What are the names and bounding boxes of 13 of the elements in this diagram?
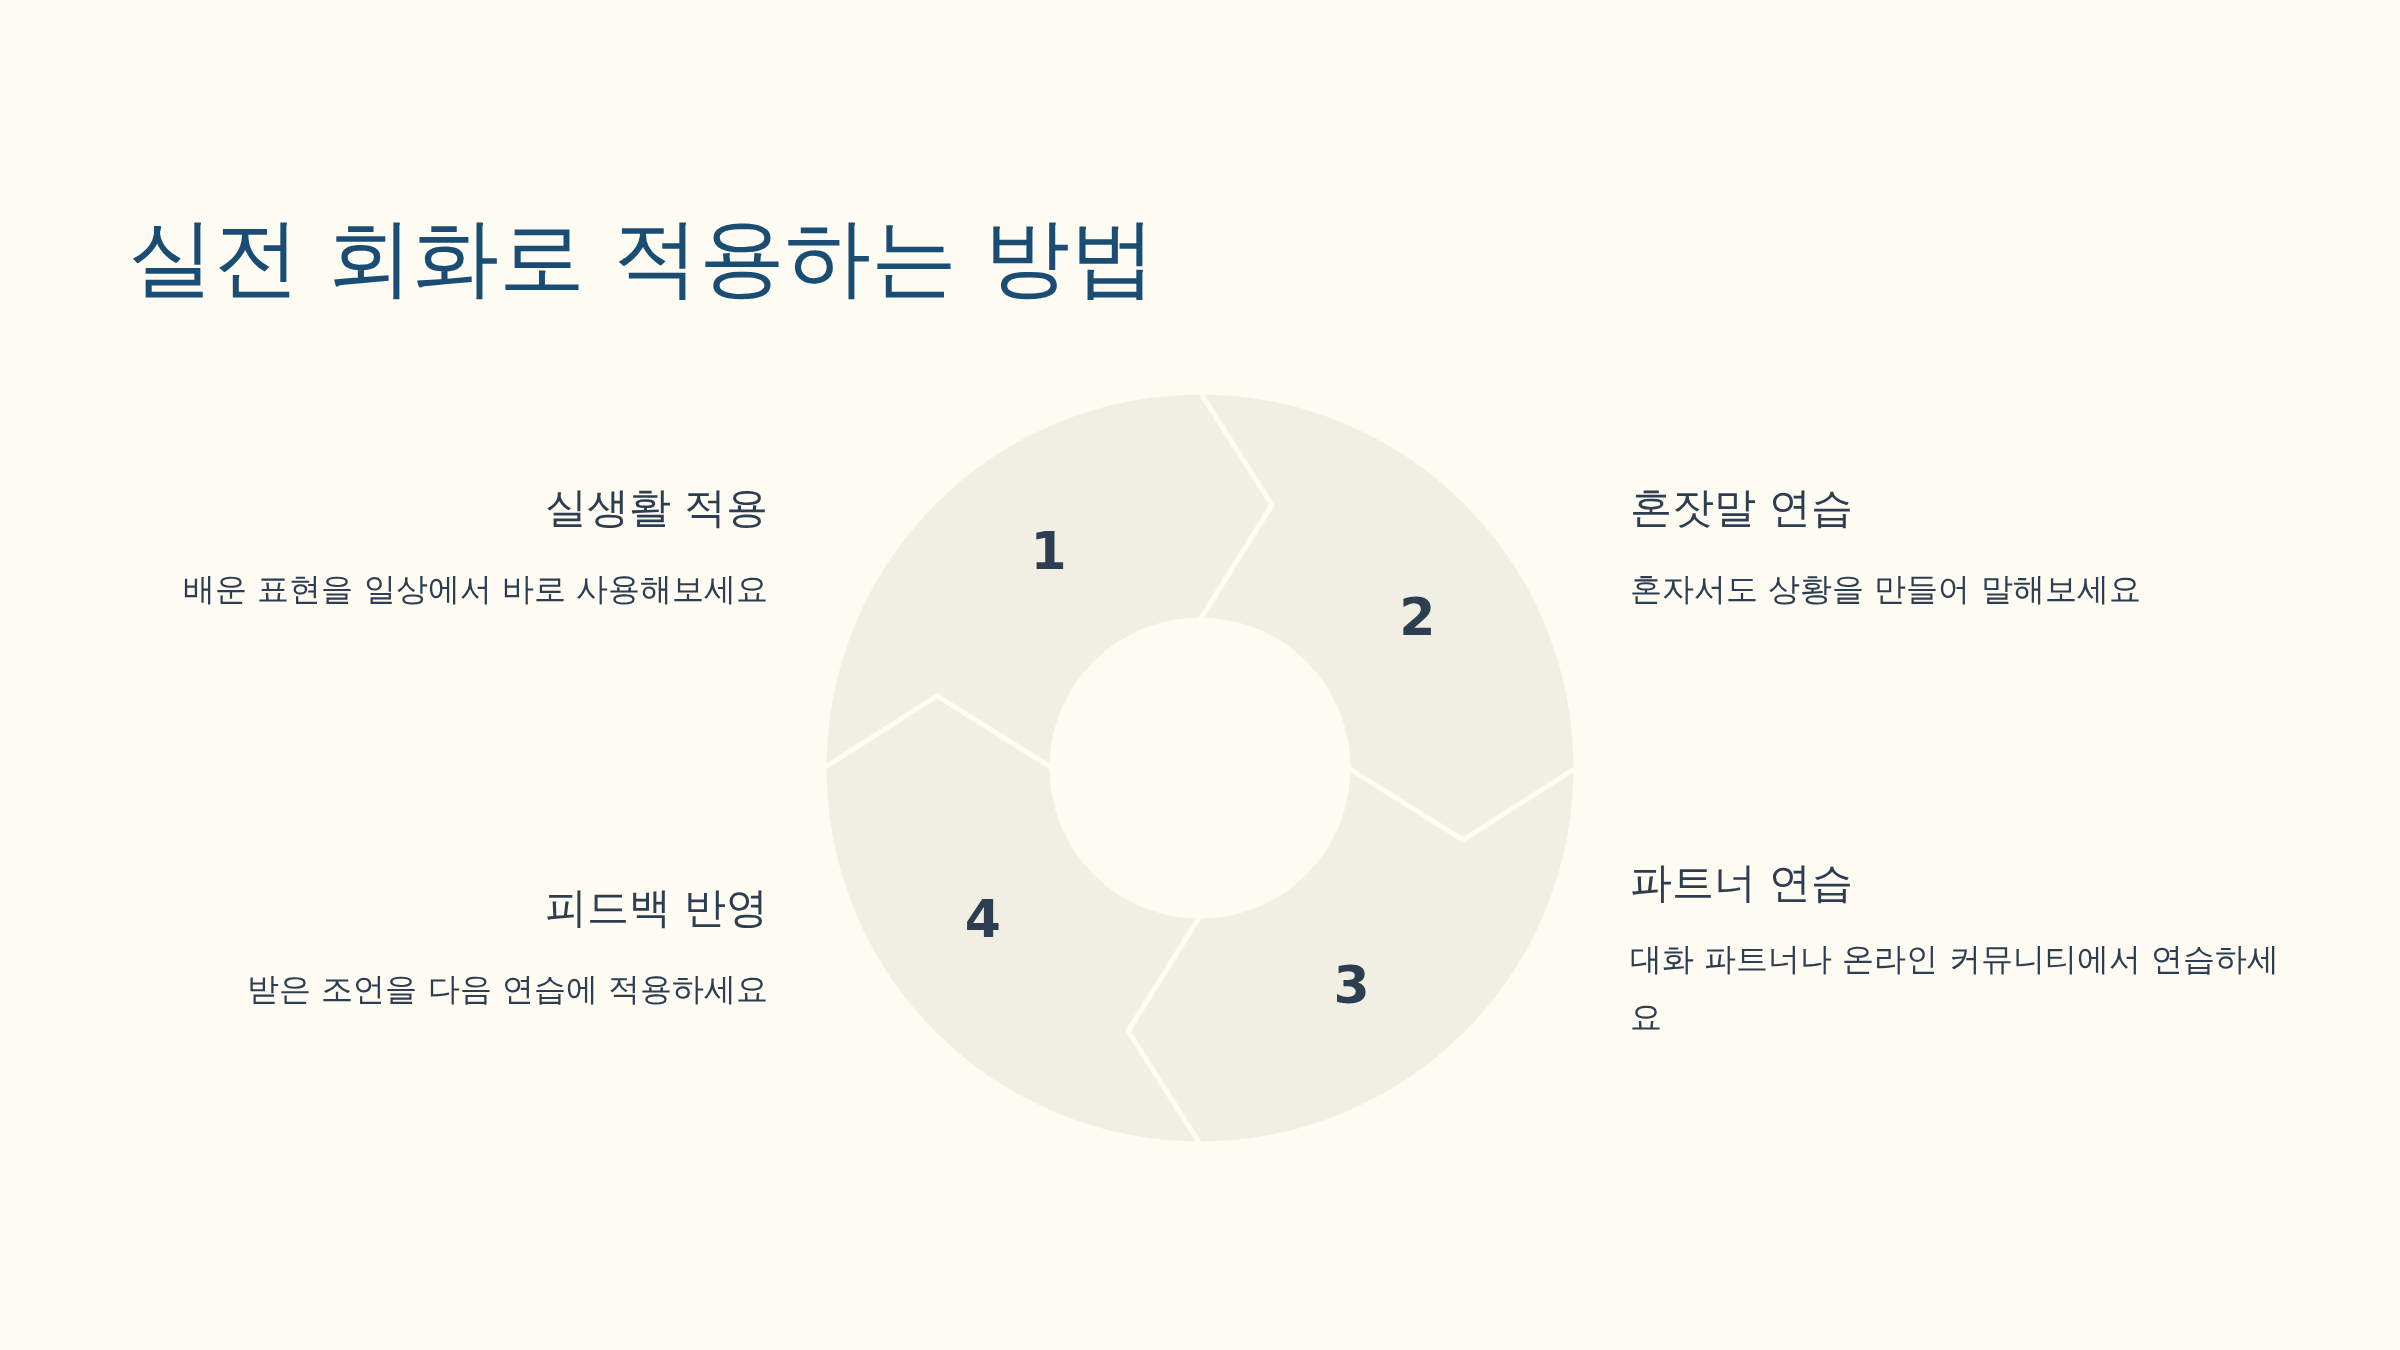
- step-description: 배운 표현을 일상에서 바로 사용해보세요: [183, 569, 768, 610]
- step-heading: 혼잣말 연습: [1630, 482, 1854, 534]
- title: 실전 회화로 적용하는 방법: [128, 206, 1156, 309]
- step-description: 받은 조언을 다음 연습에 적용하세요: [247, 969, 768, 1010]
- step-description: 대화 파트너나 온라인 커뮤니티에서 연습하세요: [1630, 939, 2280, 1038]
- step-heading: 실생활 적용: [544, 482, 768, 534]
- step-heading: 파트너 연습: [1630, 857, 1854, 909]
- step-description: 혼자서도 상황을 만들어 말해보세요: [1630, 569, 2141, 610]
- step-number: 2: [1399, 586, 1436, 647]
- step-number: 1: [1030, 520, 1067, 581]
- step-number: 4: [964, 889, 1001, 950]
- step-heading: 피드백 반영: [544, 882, 768, 934]
- step-number: 3: [1333, 955, 1370, 1016]
